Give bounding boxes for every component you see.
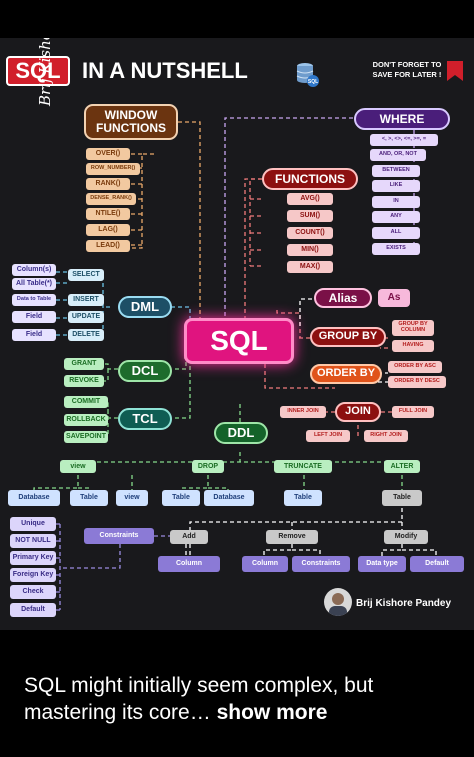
constraint-default: Default (10, 603, 56, 617)
window-fn-row-number: ROW_NUMBER() (86, 163, 140, 175)
window-functions-title: WINDOW FUNCTIONS (84, 104, 178, 140)
sql-center-node: SQL (184, 318, 294, 364)
author-name: Brij Kishore Pandey (356, 598, 452, 609)
group-by-title: GROUP BY (310, 327, 386, 347)
dcl-grant: GRANT (64, 358, 104, 370)
constraint-primary-key: Primary Key (10, 551, 56, 565)
where-title: WHERE (354, 108, 450, 130)
left-join: LEFT JOIN (306, 430, 350, 442)
modify-data-type: Data type (358, 556, 406, 572)
ddl-view: view (60, 460, 96, 473)
constraint-foreign-key: Foreign Key (10, 568, 56, 582)
dml-insert: INSERT (68, 294, 104, 306)
functions-title: FUNCTIONS (262, 168, 358, 190)
constraint-check: Check (10, 585, 56, 599)
window-fn-over: OVER() (86, 148, 130, 160)
ddl-title: DDL (214, 422, 268, 444)
ddl-truncate: TRUNCATE (274, 460, 332, 473)
where-logical: AND, OR, NOT (370, 149, 426, 161)
where-all: ALL (372, 227, 420, 239)
alter-add: Add (170, 530, 208, 544)
remove-column: Column (242, 556, 288, 572)
dml-field-update: Field (12, 311, 56, 323)
post-caption: SQL might initially seem complex, but ma… (24, 672, 454, 727)
where-in: IN (372, 196, 420, 208)
poster-title: IN A NUTSHELL (82, 58, 248, 83)
dcl-title: DCL (118, 360, 172, 382)
dml-data-to-table: Data to Table (12, 294, 56, 306)
function-avg: AVG() (287, 193, 333, 205)
infographic-poster: SQL IN A NUTSHELL SQL DON'T FORGET TO SA… (0, 38, 474, 630)
tcl-savepoint: SAVEPOINT (64, 431, 108, 443)
window-fn-lag: LAG() (86, 224, 130, 236)
join-title: JOIN (335, 402, 381, 422)
create-view: view (116, 490, 148, 506)
function-count: COUNT() (287, 227, 333, 239)
where-like: LIKE (372, 180, 420, 192)
constraint-unique: Unique (10, 517, 56, 531)
full-join: FULL JOIN (392, 406, 434, 418)
truncate-table: Table (284, 490, 322, 506)
modify-default: Default (410, 556, 464, 572)
show-more-link[interactable]: show more (216, 701, 328, 725)
author-avatar (324, 588, 352, 616)
author-vertical-label: Brij Kishore Pandey (36, 38, 54, 106)
ddl-alter: ALTER (384, 460, 420, 473)
order-by-asc: ORDER BY ASC (388, 361, 442, 373)
bookmark-icon[interactable] (446, 60, 464, 82)
where-any: ANY (372, 211, 420, 223)
alias-as: As (378, 289, 410, 307)
title-sql-badge: SQL (6, 56, 70, 86)
tcl-commit: COMMIT (64, 396, 108, 408)
window-fn-ntile: NTILE() (86, 208, 130, 220)
right-join: RIGHT JOIN (364, 430, 408, 442)
group-by-having: HAVING (392, 340, 434, 352)
dml-update: UPDATE (68, 311, 104, 323)
where-between: BETWEEN (372, 165, 420, 177)
ddl-drop: DROP (192, 460, 224, 473)
dml-delete: DELETE (68, 329, 104, 341)
create-database: Database (8, 490, 60, 506)
constraints-title: Constraints (84, 528, 154, 544)
alias-title: Alias (314, 288, 372, 308)
dml-title: DML (118, 296, 172, 318)
alter-table: Table (382, 490, 422, 506)
where-exists: EXISTS (372, 243, 420, 255)
database-icon: SQL (296, 63, 319, 87)
order-by-desc: ORDER BY DESC (388, 376, 446, 388)
drop-table: Table (162, 490, 200, 506)
group-by-column: GROUP BY COLUMN (392, 320, 434, 336)
drop-database: Database (204, 490, 254, 506)
tcl-rollback: ROLLBACK (64, 414, 108, 426)
inner-join: INNER JOIN (280, 406, 326, 418)
constraint-not-null: NOT NULL (10, 534, 56, 548)
svg-text:SQL: SQL (308, 79, 318, 85)
dml-columns: Column(s) (12, 264, 56, 276)
dml-select: SELECT (68, 269, 104, 281)
save-reminder: DON'T FORGET TO SAVE FOR LATER ! (372, 60, 442, 80)
dml-all-table: All Table(*) (12, 278, 56, 290)
caption-text: SQL might initially seem complex, but ma… (24, 674, 374, 725)
remove-constraints: Constraints (292, 556, 350, 572)
function-sum: SUM() (287, 210, 333, 222)
order-by-title: ORDER BY (310, 364, 382, 384)
tcl-title: TCL (118, 408, 172, 430)
create-table: Table (70, 490, 108, 506)
window-fn-rank: RANK() (86, 178, 130, 190)
dml-field-delete: Field (12, 329, 56, 341)
window-fn-dense-rank: DENSE_RANK() (86, 193, 136, 205)
alter-remove: Remove (266, 530, 318, 544)
where-operators: <, >, <>, <=, >=, = (370, 134, 438, 146)
function-max: MAX() (287, 261, 333, 273)
alter-modify: Modify (384, 530, 428, 544)
dcl-revoke: REVOKE (64, 375, 104, 387)
window-fn-lead: LEAD() (86, 240, 130, 252)
function-min: MIN() (287, 244, 333, 256)
add-column: Column (158, 556, 220, 572)
